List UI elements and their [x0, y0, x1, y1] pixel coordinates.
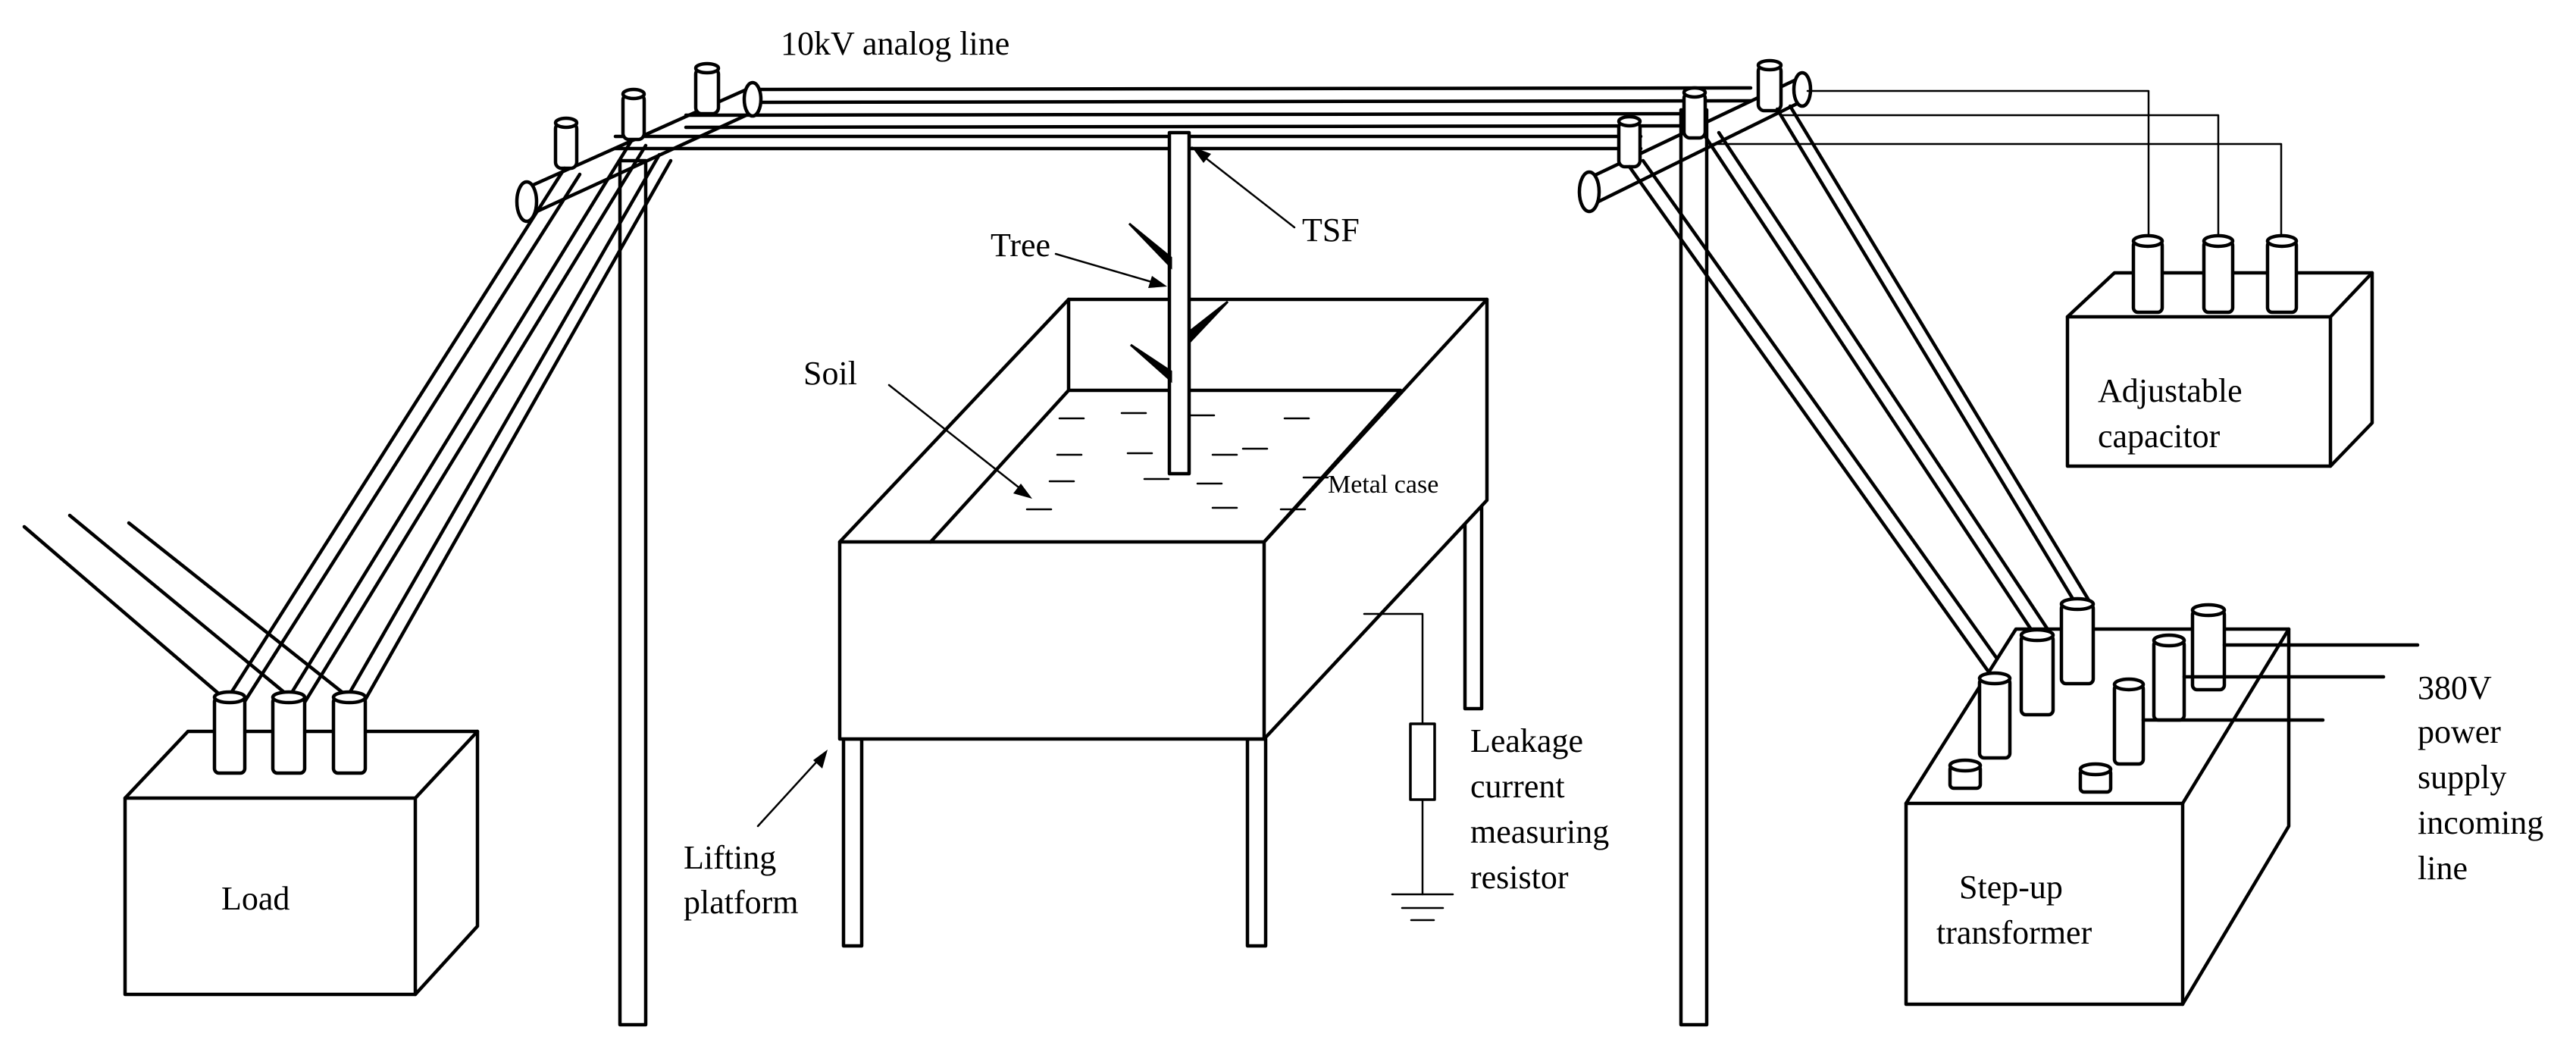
leakage-resistor-circuit: [1363, 612, 1436, 896]
load-incoming-lines: [22, 513, 351, 703]
soil-label: Soil: [803, 355, 857, 392]
supply-label-5: line: [2418, 850, 2468, 887]
capacitor-label-1: Adjustable: [2098, 372, 2243, 409]
ground-symbol: [1391, 893, 1454, 922]
tree-branches: [1128, 222, 1229, 384]
leakage-label-2: current: [1470, 768, 1565, 805]
transformer-hv-bushings: [1977, 596, 2096, 760]
tsf-label: TSF: [1302, 211, 1360, 249]
transformer-down-leads: [1627, 104, 2092, 681]
tree-trunk: [1167, 130, 1191, 476]
leakage-label-1: Leakage: [1470, 722, 1583, 759]
load-label: Load: [221, 880, 290, 917]
supply-label-4: incoming: [2418, 804, 2543, 841]
overhead-conductors: [613, 86, 1753, 151]
supply-label-2: power: [2418, 713, 2501, 750]
capacitor-label-2: capacitor: [2098, 418, 2221, 455]
capacitor-box: [2065, 271, 2374, 468]
load-box: [123, 729, 480, 997]
annotation-arrows: [756, 146, 1296, 828]
transformer-lv-bushings: [2112, 603, 2227, 766]
load-down-leads: [224, 139, 673, 707]
capacitor-terminals: [2131, 233, 2299, 315]
lifting-platform-label-2: platform: [684, 884, 799, 921]
transformer-small-bushings: [1948, 758, 2113, 794]
right-insulators: [1617, 58, 1783, 169]
leakage-label-3: measuring: [1470, 813, 1609, 850]
load-terminals: [212, 690, 368, 775]
left-pole: [618, 158, 648, 1027]
supply-label-1: 380V: [2418, 669, 2492, 706]
leakage-label-4: resistor: [1470, 859, 1569, 896]
capacitor-leads: [1711, 89, 2283, 243]
left-insulators: [553, 61, 721, 171]
metal-case-tank: [837, 297, 1489, 948]
line-label: 10kV analog line: [781, 25, 1009, 62]
soil-surface-marks: [1025, 412, 1329, 511]
tree-label: Tree: [991, 227, 1050, 264]
supply-incoming-lines: [2141, 643, 2420, 722]
transformer-label-2: transformer: [1936, 914, 2092, 951]
supply-label-3: supply: [2418, 759, 2506, 796]
transformer-label-1: Step-up: [1959, 869, 2063, 906]
metal-case-label: Metal case: [1328, 471, 1438, 499]
lifting-platform-label-1: Lifting: [684, 839, 776, 876]
right-pole: [1679, 108, 1709, 1027]
